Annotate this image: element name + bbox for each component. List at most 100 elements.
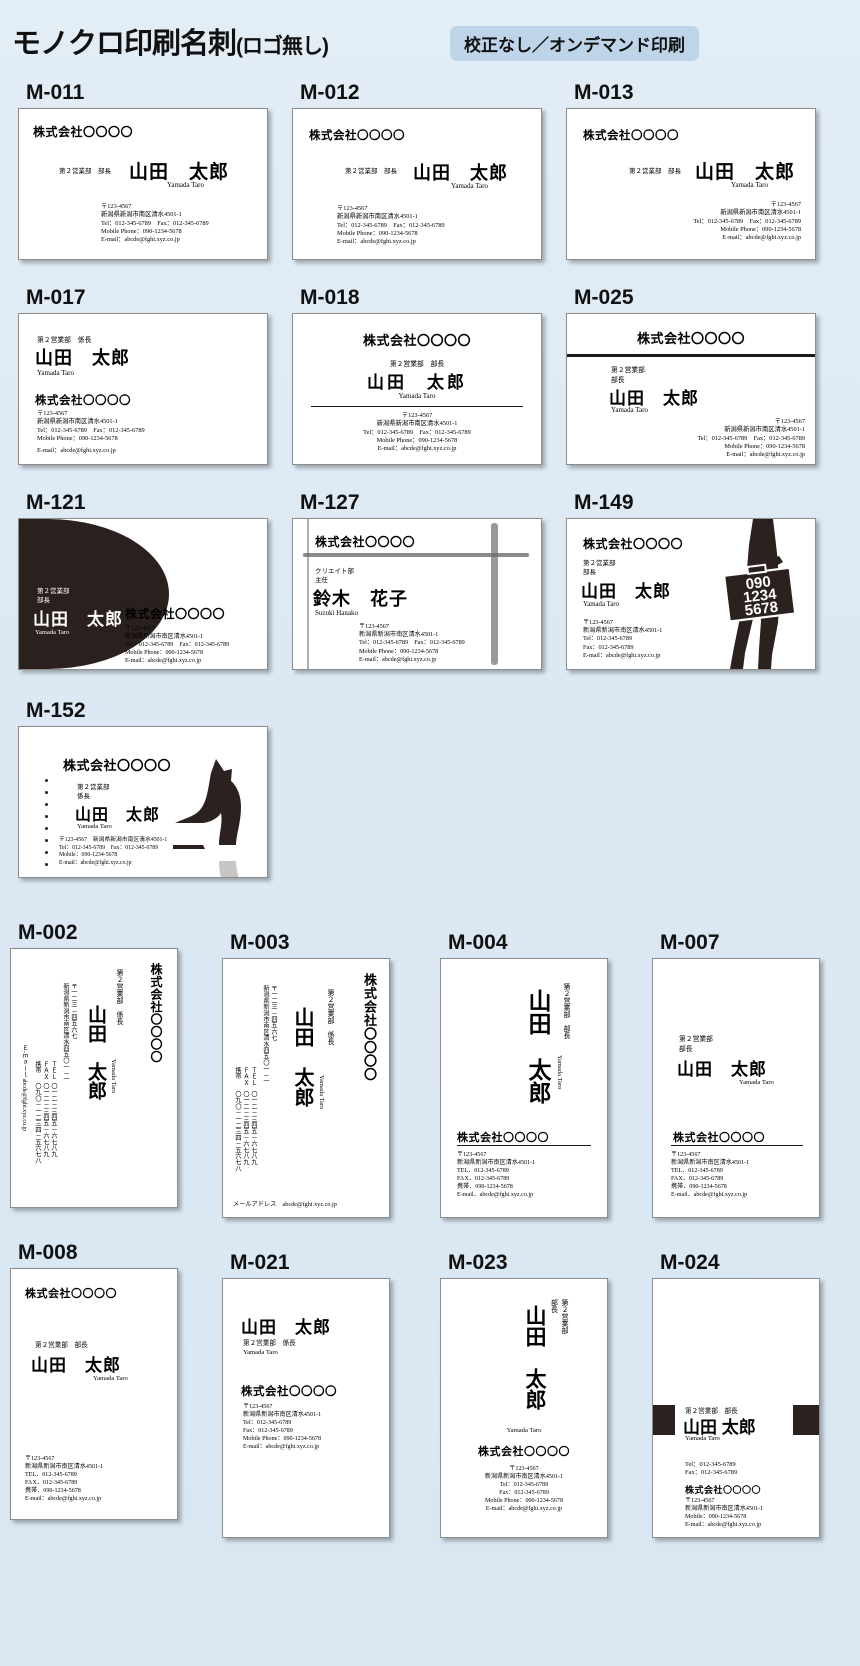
business-card-m024[interactable]: 第２営業部 部長 山田 太郎 Yamada Taro Tel：012-345-6… <box>652 1278 820 1538</box>
card-slot-m023[interactable]: M-023 第２営業部部長 山田 太郎 Yamada Taro 株式会社〇〇〇〇… <box>440 1252 608 1538</box>
contact-block: 〒123-4567 新潟県新潟市南区清水4501-1 Tel：012-345-6… <box>441 1465 607 1513</box>
card-slot-m018[interactable]: M-018 株式会社〇〇〇〇 第２営業部 部長 山田 太郎 Yamada Tar… <box>292 287 542 465</box>
business-card-m008[interactable]: 株式会社〇〇〇〇 第２営業部 部長 山田 太郎 Yamada Taro 〒123… <box>10 1268 178 1520</box>
black-block-right <box>793 1405 819 1435</box>
card-code: M-024 <box>660 1251 720 1274</box>
card-code: M-007 <box>660 931 720 954</box>
card-slot-m007[interactable]: M-007 第２営業部部長 山田 太郎 Yamada Taro 株式会社〇〇〇〇… <box>652 932 820 1218</box>
zip: 〒一二三－四五六七 <box>70 983 77 1039</box>
fax: Fax：012-345-6789 <box>583 643 634 651</box>
card-slot-m012[interactable]: M-012 株式会社〇〇〇〇 第２営業部 部長 山田 太郎 Yamada Tar… <box>292 82 542 260</box>
mobile: Mobile Phone：090-1234-5678 <box>101 227 182 235</box>
card-slot-m004[interactable]: M-004 第２営業部 部長 山田 太郎 Yamada Taro 株式会社〇〇〇… <box>440 932 608 1218</box>
svg-text:5678: 5678 <box>744 599 779 620</box>
address: 新潟県新潟市南区清水4501-1 <box>376 420 458 428</box>
card-slot-m017[interactable]: M-017 第２営業部 係長 山田 太郎 Yamada Taro 株式会社〇〇〇… <box>18 287 268 465</box>
business-card-m121[interactable]: 第２営業部部長 山田 太郎 Yamada Taro 株式会社〇〇〇〇 〒123-… <box>18 518 268 670</box>
card-code: M-011 <box>26 81 85 104</box>
card-slot-m011[interactable]: M-011 株式会社〇〇〇〇 第２営業部 部長 山田 太郎 Yamada Tar… <box>18 82 268 260</box>
business-card-m003[interactable]: 株式会社〇〇〇〇 第２営業部 係長 山田 太郎 Yamada Taro 〒一二三… <box>222 958 390 1218</box>
address: 新潟県新潟市南区清水4501-1 <box>125 634 204 641</box>
card-code: M-149 <box>574 491 634 514</box>
person-name-roman: Yamada Taro <box>35 629 70 636</box>
person-name-roman: Yamada Taro <box>93 1375 128 1382</box>
fax: 〇一二－三四五－六七八九 <box>42 1083 49 1158</box>
email: E-mail．abcde@fghi.xyz.co.jp <box>457 1192 534 1199</box>
business-card-m149[interactable]: 090 1234 5678 株式会社〇〇〇〇 第２営業部部長 山田 太郎 Yam… <box>566 518 816 670</box>
divider <box>311 406 523 407</box>
tel: TEL．012-345-6789 <box>25 1472 77 1479</box>
business-card-m017[interactable]: 第２営業部 係長 山田 太郎 Yamada Taro 株式会社〇〇〇〇 〒123… <box>18 313 268 465</box>
email: E-mail：abcde@fghi.xyz.co.jp <box>37 447 116 455</box>
card-slot-m003[interactable]: M-003 株式会社〇〇〇〇 第２営業部 係長 山田 太郎 Yamada Tar… <box>222 932 390 1218</box>
mobile: 〇九〇－一二三四－五六七八 <box>34 1083 41 1164</box>
business-card-m012[interactable]: 株式会社〇〇〇〇 第２営業部 部長 山田 太郎 Yamada Taro 〒123… <box>292 108 542 260</box>
business-card-m004[interactable]: 第２営業部 部長 山田 太郎 Yamada Taro 株式会社〇〇〇〇 〒123… <box>440 958 608 1218</box>
card-code: M-152 <box>26 699 86 722</box>
card-slot-m152[interactable]: M-152 株式会社〇〇〇〇 第２営業部係長 <box>18 700 268 878</box>
tel-label: ＴＥＬ <box>250 1067 257 1086</box>
person-name: 山田 太郎 <box>75 807 161 824</box>
fax: FAX．012-345-6789 <box>671 1176 724 1183</box>
email: abcde@fghi.xyz.co.jp <box>282 1200 337 1208</box>
card-slot-m021[interactable]: M-021 山田 太郎 第２営業部 係長 Yamada Taro 株式会社〇〇〇… <box>222 1252 390 1538</box>
card-slot-m002[interactable]: M-002 株式会社〇〇〇〇 第２営業部 係長 山田 太郎 Yamada Tar… <box>10 922 178 1208</box>
business-card-m023[interactable]: 第２営業部部長 山田 太郎 Yamada Taro 株式会社〇〇〇〇 〒123-… <box>440 1278 608 1538</box>
department-title: 第２営業部部長 <box>37 588 70 605</box>
zip: 〒123-4567 <box>101 203 132 210</box>
business-card-m011[interactable]: 株式会社〇〇〇〇 第２営業部 部長 山田 太郎 Yamada Taro 〒123… <box>18 108 268 260</box>
department-title: 第２営業部部長 <box>679 1036 713 1053</box>
card-slot-m008[interactable]: M-008 株式会社〇〇〇〇 第２営業部 部長 山田 太郎 Yamada Tar… <box>10 1242 178 1520</box>
company-name: 株式会社〇〇〇〇 <box>315 535 416 549</box>
company-name: 株式会社〇〇〇〇 <box>673 1132 765 1144</box>
business-card-m127[interactable]: 株式会社〇〇〇〇 クリエイト部主任 鈴木 花子 Suzuki Hanako 〒1… <box>292 518 542 670</box>
department-title: 第２営業部 部長 <box>389 361 445 368</box>
business-card-m007[interactable]: 第２営業部部長 山田 太郎 Yamada Taro 株式会社〇〇〇〇 〒123-… <box>652 958 820 1218</box>
card-slot-m013[interactable]: M-013 株式会社〇〇〇〇 第２営業部 部長 山田 太郎 Yamada Tar… <box>566 82 816 260</box>
contact-block: 〒123-4567 新潟県新潟市南区清水4501-1 Tel：012-345-6… <box>337 205 445 246</box>
department-title: 第２営業部 部長 <box>345 168 397 175</box>
mobile: Mobile：090-1234-5678 <box>59 852 118 859</box>
phone-block: Tel：012-345-6789 Fax：012-345-6789 <box>685 1461 737 1478</box>
contact-block: 〒123-4567 新潟県新潟市南区清水4501-1 Tel：012-345-6… <box>697 418 805 459</box>
address: 新潟県新潟市南区清水4501-1 <box>671 1160 750 1167</box>
contact-block: 〒123-4567 新潟県新潟市南区清水4501-1 TEL．012-345-6… <box>25 1455 103 1503</box>
person-name: 山田 太郎 <box>677 1060 767 1079</box>
mobile: 携帯．090-1234-5678 <box>25 1488 81 1495</box>
business-card-m002[interactable]: 株式会社〇〇〇〇 第２営業部 係長 山田 太郎 Yamada Taro 〒一二三… <box>10 948 178 1208</box>
business-card-m013[interactable]: 株式会社〇〇〇〇 第２営業部 部長 山田 太郎 Yamada Taro 〒123… <box>566 108 816 260</box>
mobile-label: 携帯 <box>34 1061 41 1074</box>
card-slot-m149[interactable]: M-149 090 1234 5678 株式会社〇 <box>566 492 816 670</box>
address: 新潟県新潟市南区清水4501-1 <box>457 1160 536 1167</box>
card-code: M-003 <box>230 931 290 954</box>
card-slot-m121[interactable]: M-121 第２営業部部長 山田 太郎 Yamada Taro 株式会社〇〇〇〇… <box>18 492 268 670</box>
card-slot-m127[interactable]: M-127 株式会社〇〇〇〇 クリエイト部主任 鈴木 花子 Suzuki Han… <box>292 492 542 670</box>
mobile: Mobile Phone：090-1234-5678 <box>359 647 439 655</box>
zip: 〒123-4567 <box>457 1152 487 1158</box>
zip: 〒123-4567 <box>37 410 68 417</box>
person-name: 山田 太郎 <box>31 1356 121 1375</box>
card-slot-m024[interactable]: M-024 第２営業部 部長 山田 太郎 Yamada Taro Tel：012… <box>652 1252 820 1538</box>
card-slot-m025[interactable]: M-025 株式会社〇〇〇〇 第２営業部部長 山田 太郎 Yamada Taro… <box>566 287 816 465</box>
company-name: 株式会社〇〇〇〇 <box>125 607 226 621</box>
company-name: 株式会社〇〇〇〇 <box>241 1386 337 1398</box>
department-title: 第２営業部係長 <box>77 784 110 801</box>
business-card-m018[interactable]: 株式会社〇〇〇〇 第２営業部 部長 山田 太郎 Yamada Taro 〒123… <box>292 313 542 465</box>
department-title: 第２営業部 部長 <box>563 983 570 1039</box>
person-name-roman: Yamada Taro <box>318 1075 325 1110</box>
fax: Fax：012-345-6789 <box>499 1490 549 1497</box>
business-card-m152[interactable]: 株式会社〇〇〇〇 第２営業部係長 山田 太郎 Yamada Taro 〒123-… <box>18 726 268 878</box>
person-name: 鈴木 花子 <box>313 589 408 609</box>
person-name: 山田 太郎 <box>523 1305 546 1410</box>
address: 新潟県新潟市南区清水4501-1 <box>583 627 663 635</box>
email: Ｅ-ｍａｉｌ abcde@fghi.xyz.co.jp <box>21 1045 27 1132</box>
brush-stroke-vertical-right <box>491 523 498 665</box>
person-name-roman: Suzuki Hanako <box>315 609 358 617</box>
department-title: 第２営業部部長 <box>611 367 645 384</box>
business-card-m025[interactable]: 株式会社〇〇〇〇 第２営業部部長 山田 太郎 Yamada Taro 〒123-… <box>566 313 816 465</box>
email-label: メールアドレス <box>233 1200 277 1208</box>
business-card-m021[interactable]: 山田 太郎 第２営業部 係長 Yamada Taro 株式会社〇〇〇〇 〒123… <box>222 1278 390 1538</box>
card-code: M-127 <box>300 491 360 514</box>
person-name-roman: Yamada Taro <box>731 181 768 189</box>
company-name: 株式会社〇〇〇〇 <box>457 1132 549 1144</box>
